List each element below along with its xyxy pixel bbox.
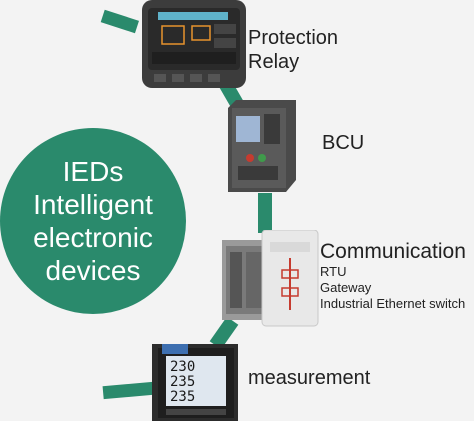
communication-title: Communication xyxy=(320,240,466,263)
ied-hub-circle: IEDs Intelligent electronic devices xyxy=(0,128,186,314)
hub-line-2: Intelligent xyxy=(33,189,153,220)
communication-item-rtu: RTU xyxy=(320,264,347,279)
connector-dash xyxy=(209,316,239,350)
connector-dash xyxy=(100,9,139,34)
protection-relay-image xyxy=(142,0,246,88)
hub-line-3: electronic xyxy=(33,222,153,253)
bcu-image xyxy=(228,100,296,192)
connector-dash xyxy=(102,381,154,400)
meter-readout-1: 230 xyxy=(170,359,195,375)
bcu-label: BCU xyxy=(322,132,365,154)
connector-dash xyxy=(258,193,272,233)
communication-item-gateway: Gateway xyxy=(320,280,372,295)
protection-relay-label: Protection Relay xyxy=(248,26,338,74)
protection-relay-line-1: Protection xyxy=(248,27,339,49)
hub-line-4: devices xyxy=(45,255,141,286)
protection-relay-line-2: Relay xyxy=(248,51,300,73)
communication-label: Communication RTU Gateway Industrial Eth… xyxy=(320,240,466,312)
hub-line-1: IEDs xyxy=(62,156,124,187)
communication-item-switch: Industrial Ethernet switch xyxy=(320,296,466,311)
meter-readout-3: 235 xyxy=(170,389,195,405)
measurement-label: measurement xyxy=(248,367,371,389)
communication-device-image xyxy=(222,230,319,327)
meter-readout-2: 235 xyxy=(170,374,195,390)
measurement-meter-image: 230 235 235 xyxy=(152,344,238,421)
